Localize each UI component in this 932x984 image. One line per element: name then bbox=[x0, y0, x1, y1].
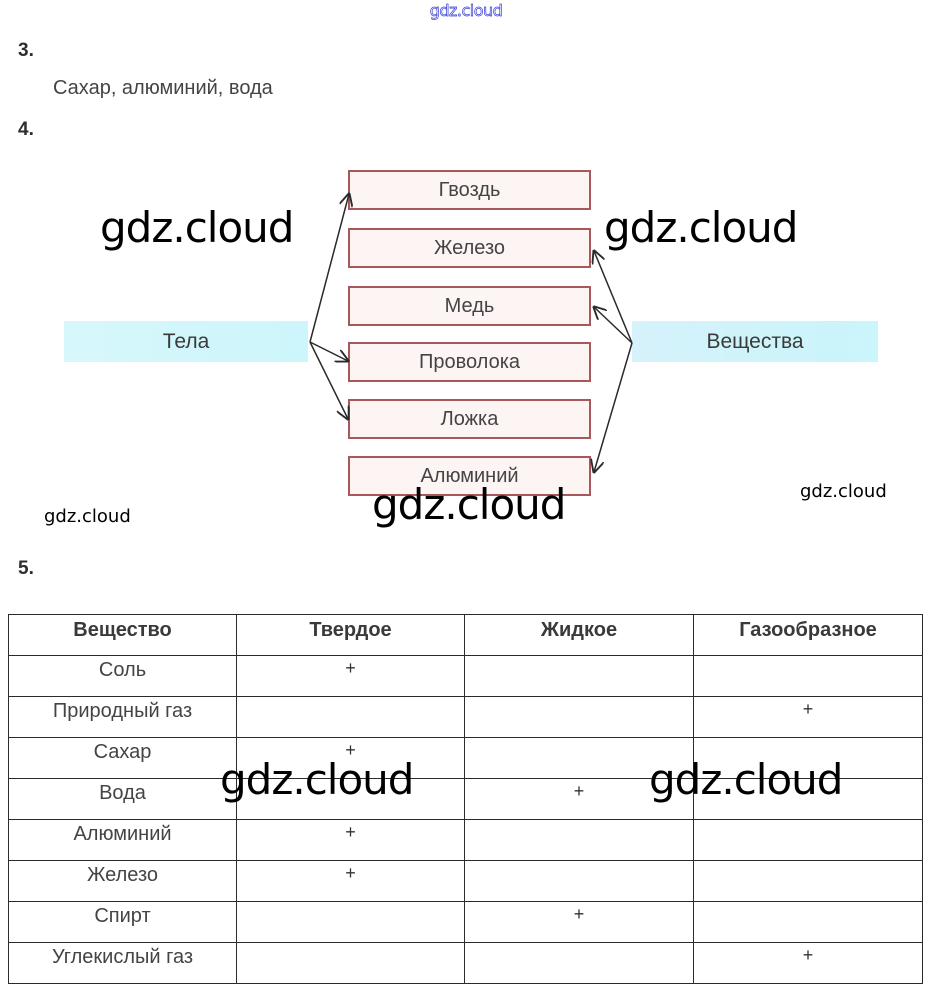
table-row: Алюминий + bbox=[8, 819, 923, 861]
cell-substance: Алюминий bbox=[8, 819, 237, 861]
cell-liquid: + bbox=[464, 778, 694, 820]
cell-liquid bbox=[464, 696, 694, 738]
bodies-label: Тела bbox=[64, 321, 308, 362]
question-4-number: 4. bbox=[18, 119, 34, 140]
watermark: gdz.cloud bbox=[372, 480, 566, 529]
arrow-bodies-to-spoon bbox=[309, 341, 348, 419]
item-label: Гвоздь bbox=[438, 178, 501, 201]
header-liquid: Жидкое bbox=[464, 614, 694, 656]
table-row: Углекислый газ + bbox=[8, 942, 923, 984]
cell-gas: + bbox=[693, 942, 923, 984]
table-row: Сахар + bbox=[8, 737, 923, 779]
watermark: gdz.cloud bbox=[604, 203, 798, 252]
cell-substance: Соль bbox=[8, 655, 237, 697]
cell-liquid bbox=[464, 737, 694, 779]
item-label: Проволока bbox=[418, 350, 521, 373]
cell-gas bbox=[693, 655, 923, 697]
watermark: gdz.cloud bbox=[800, 481, 887, 502]
cell-liquid bbox=[464, 819, 694, 861]
item-box-wire: Проволока bbox=[348, 342, 591, 382]
item-box-nail: Гвоздь bbox=[348, 170, 591, 210]
table-row: Спирт + bbox=[8, 901, 923, 943]
cell-gas bbox=[693, 819, 923, 861]
item-label: Ложка bbox=[440, 407, 499, 430]
cell-solid: + bbox=[236, 655, 465, 697]
item-box-iron: Железо bbox=[348, 228, 591, 268]
cell-solid: + bbox=[236, 860, 465, 902]
item-box-copper: Медь bbox=[348, 286, 591, 326]
question-5-number: 5. bbox=[18, 558, 34, 579]
watermark: gdz.cloud bbox=[100, 203, 294, 252]
cell-gas bbox=[693, 860, 923, 902]
table-row: Железо + bbox=[8, 860, 923, 902]
question-3-answer: Сахар, алюминий, вода bbox=[53, 77, 273, 99]
item-box-spoon: Ложка bbox=[348, 399, 591, 439]
cell-gas: + bbox=[693, 696, 923, 738]
item-label: Железо bbox=[433, 236, 506, 259]
cell-liquid: + bbox=[464, 901, 694, 943]
item-label: Алюминий bbox=[420, 464, 519, 487]
header-substance: Вещество bbox=[8, 614, 237, 656]
arrow-substances-to-aluminium bbox=[594, 342, 633, 472]
cell-solid bbox=[236, 901, 465, 943]
substances-label: Вещества bbox=[632, 321, 878, 362]
table-header-row: Вещество Твердое Жидкое Газообразное bbox=[8, 614, 923, 656]
cell-liquid bbox=[464, 942, 694, 984]
states-of-matter-table: Вещество Твердое Жидкое Газообразное Сол… bbox=[8, 614, 923, 984]
item-box-aluminium: Алюминий bbox=[348, 456, 591, 496]
cell-substance: Сахар bbox=[8, 737, 237, 779]
arrow-bodies-to-nail bbox=[309, 194, 349, 343]
cell-solid bbox=[236, 942, 465, 984]
item-label: Медь bbox=[444, 294, 495, 317]
cell-liquid bbox=[464, 655, 694, 697]
arrow-bodies-to-wire bbox=[309, 341, 348, 361]
arrow-substances-to-iron bbox=[594, 251, 633, 344]
header-solid: Твердое bbox=[236, 614, 465, 656]
table-row: Природный газ + bbox=[8, 696, 923, 738]
table-row: Соль + bbox=[8, 655, 923, 697]
top-watermark: gdz.cloud bbox=[429, 1, 503, 21]
cell-substance: Углекислый газ bbox=[8, 942, 237, 984]
cell-solid: + bbox=[236, 737, 465, 779]
cell-liquid bbox=[464, 860, 694, 902]
cell-substance: Железо bbox=[8, 860, 237, 902]
cell-substance: Спирт bbox=[8, 901, 237, 943]
watermark: gdz.cloud bbox=[649, 755, 843, 804]
cell-substance: Природный газ bbox=[8, 696, 237, 738]
cell-gas bbox=[693, 778, 923, 820]
cell-solid bbox=[236, 778, 465, 820]
bodies-label-text: Тела bbox=[162, 329, 210, 353]
cell-solid bbox=[236, 696, 465, 738]
watermark: gdz.cloud bbox=[44, 506, 131, 527]
cell-substance: Вода bbox=[8, 778, 237, 820]
cell-solid: + bbox=[236, 819, 465, 861]
cell-gas bbox=[693, 901, 923, 943]
header-gas: Газообразное bbox=[693, 614, 923, 656]
arrow-substances-to-copper bbox=[594, 307, 633, 344]
question-3-number: 3. bbox=[18, 40, 34, 61]
watermark: gdz.cloud bbox=[220, 755, 414, 804]
substances-label-text: Вещества bbox=[706, 329, 804, 353]
